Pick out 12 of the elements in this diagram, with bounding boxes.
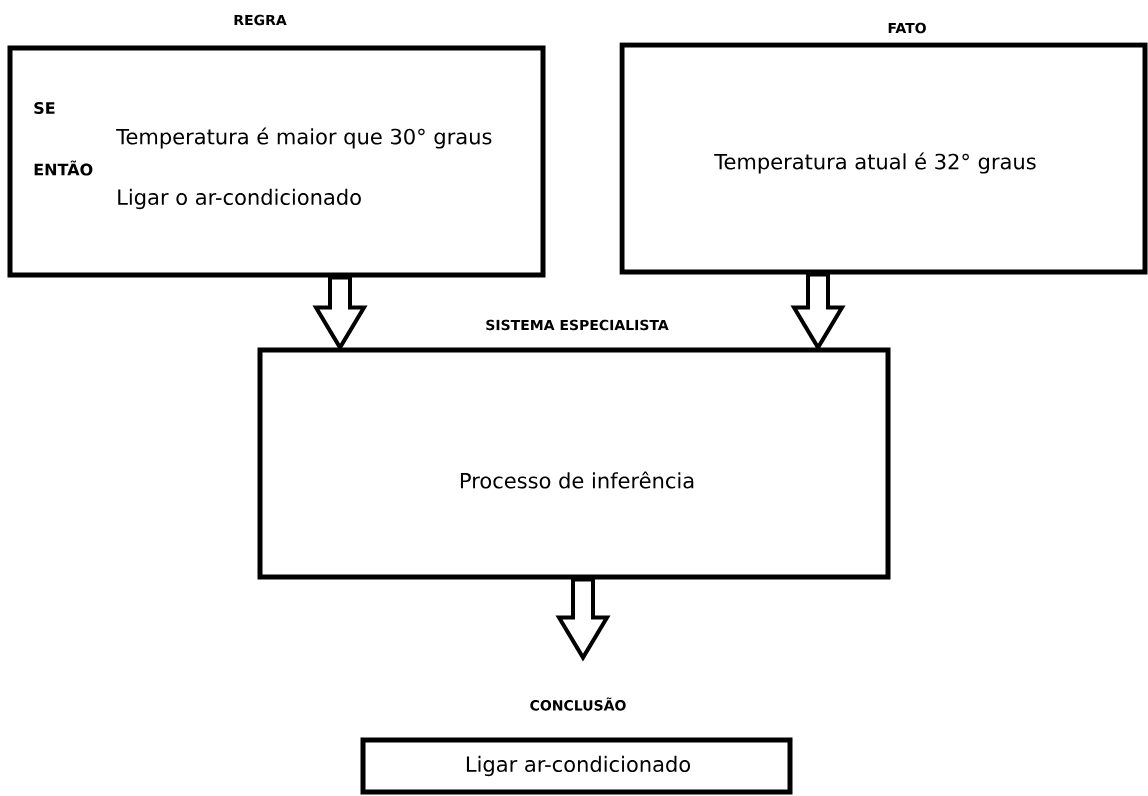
box-heading: SISTEMA ESPECIALISTA bbox=[486, 319, 669, 331]
box-text: Ligar ar-condicionado bbox=[466, 755, 691, 777]
box-text: Ligar o ar-condicionado bbox=[118, 188, 361, 210]
box-heading: FATO bbox=[888, 22, 926, 34]
block-arrow bbox=[555, 577, 611, 662]
box-text: Processo de inferência bbox=[460, 471, 694, 489]
keyword: ENTÃO bbox=[34, 160, 93, 176]
box-heading: CONCLUSÃO bbox=[530, 697, 626, 711]
box-heading: REGRA bbox=[234, 14, 287, 26]
box-text: Temperatura atual é 32° graus bbox=[714, 152, 1036, 174]
box-text: Temperatura é maior que 30° graus bbox=[116, 127, 492, 149]
keyword: SE bbox=[34, 101, 55, 115]
